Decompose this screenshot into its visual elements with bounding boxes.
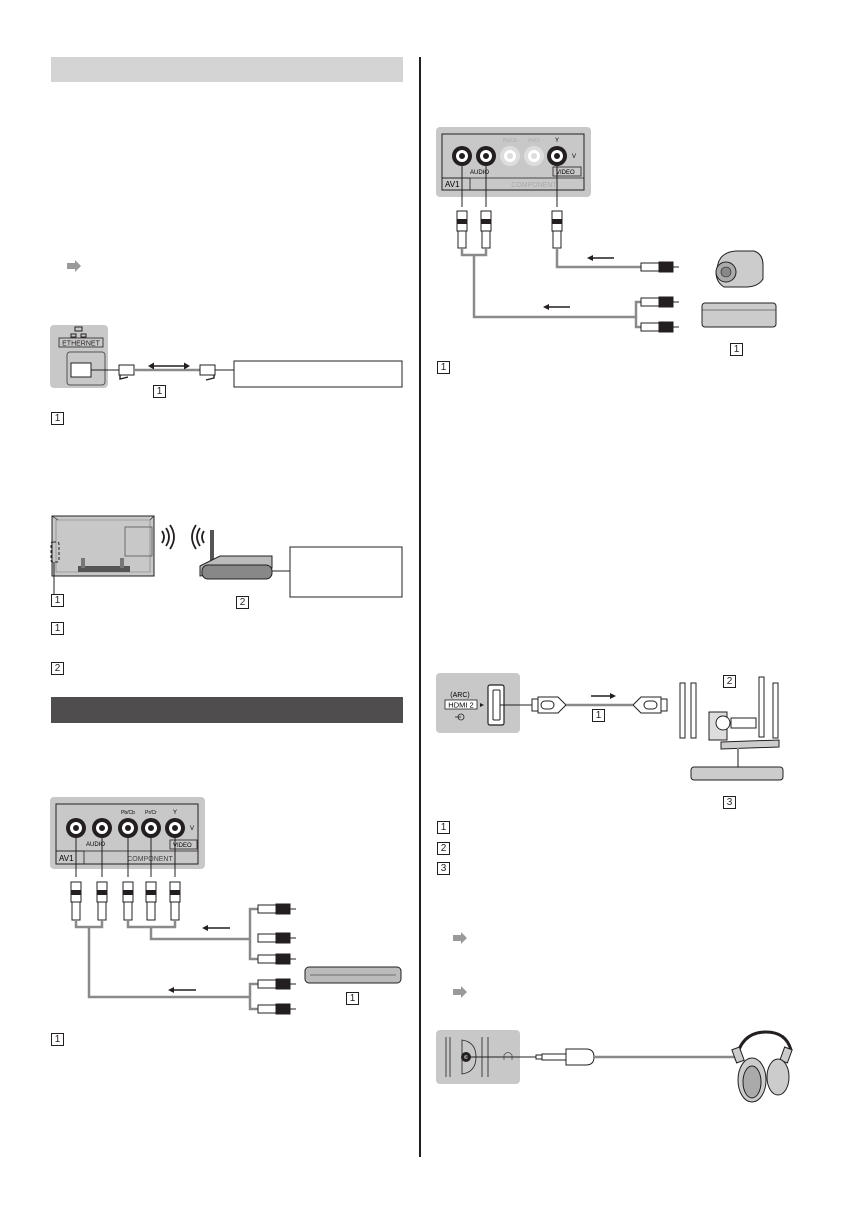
- svg-text:AV1: AV1: [445, 180, 460, 189]
- reference-arrow-icon: [453, 932, 467, 944]
- svg-text:V: V: [190, 826, 194, 832]
- headphones-icon: [731, 1030, 793, 1103]
- hdmi-cable: [531, 696, 668, 714]
- headphones-diagram: [436, 1030, 793, 1103]
- hdmi-arc-diagram: (ARC) HDMI 2: [436, 673, 784, 781]
- ethernet-jack: [70, 362, 92, 378]
- callout-1: 1: [346, 992, 359, 1005]
- legend-number: 2: [51, 662, 64, 675]
- legend-number: 1: [437, 361, 450, 374]
- svg-text:ETHERNET: ETHERNET: [62, 341, 100, 348]
- input-icon: [455, 713, 465, 721]
- reference-arrow-icon: [453, 986, 467, 998]
- component-connection-diagram: Pb/Cb Pr/Cr Y V AUDIO VIDEO AV1 COMPONEN…: [50, 797, 402, 1015]
- svg-text:V: V: [572, 154, 576, 160]
- svg-text:VIDEO: VIDEO: [173, 843, 192, 849]
- svg-text:HDMI 2: HDMI 2: [448, 701, 473, 710]
- headphone-icon: [503, 1052, 513, 1060]
- svg-text:AUDIO: AUDIO: [470, 170, 489, 176]
- wired-lan-diagram: ETHERNET: [50, 325, 403, 388]
- section-header-av: [51, 697, 403, 723]
- svg-text:Pb/Cb: Pb/Cb: [121, 810, 135, 816]
- internet-box: [289, 546, 403, 598]
- legend-number: 1: [51, 622, 64, 635]
- svg-text:Pb/Cb: Pb/Cb: [503, 138, 517, 144]
- callout-1: 1: [51, 594, 64, 607]
- svg-text:Pr/Cr: Pr/Cr: [528, 138, 540, 144]
- svg-text:AUDIO: AUDIO: [86, 842, 105, 848]
- network-device-box: [233, 360, 403, 388]
- legend-number: 1: [437, 821, 450, 834]
- ethernet-port-panel: [50, 325, 108, 388]
- callout-1: 1: [592, 709, 605, 722]
- reference-arrow-icon: [67, 260, 81, 272]
- wireless-router-icon: [199, 530, 273, 580]
- svg-text:VIDEO: VIDEO: [556, 170, 575, 176]
- callout-3: 3: [723, 796, 736, 809]
- svg-text:Y: Y: [173, 810, 177, 816]
- lan-icon: [70, 326, 87, 338]
- dvd-player-icon: [304, 966, 402, 984]
- home-theater-icon: [679, 676, 784, 781]
- wireless-signal-icon: [161, 524, 205, 550]
- camcorder-icon: [715, 250, 764, 288]
- legend-number: 1: [51, 412, 64, 425]
- legend-number: 1: [51, 1033, 64, 1046]
- legend-number: 2: [437, 842, 450, 855]
- callout-1: 1: [153, 385, 166, 398]
- column-divider: [419, 57, 421, 1157]
- callout-1: 1: [730, 343, 743, 356]
- legend-number: 3: [437, 862, 450, 875]
- signal-direction-arrow-icon: [168, 925, 230, 993]
- svg-text:COMPONENT: COMPONENT: [511, 182, 557, 189]
- callout-2: 2: [236, 596, 249, 609]
- svg-text:(ARC): (ARC): [450, 692, 469, 699]
- svg-text:COMPONENT: COMPONENT: [127, 856, 173, 863]
- composite-connection-diagram: Pb/Cb Pr/Cr Y V AUDIO VIDEO AV1 COMPONEN…: [436, 127, 777, 333]
- video-recorder-icon: [701, 302, 777, 328]
- rca-plug-ends: [257, 903, 291, 1015]
- section-header-network: [51, 57, 403, 82]
- bidirectional-arrow-icon: [148, 362, 190, 370]
- tv-rear-icon: [50, 515, 155, 594]
- svg-text:AV1: AV1: [59, 854, 74, 863]
- rca-plugs: [75, 838, 176, 877]
- svg-text:Y: Y: [555, 138, 559, 144]
- headphone-plug: [535, 1048, 595, 1066]
- signal-direction-arrow-icon: [591, 693, 616, 699]
- callout-2: 2: [723, 675, 736, 688]
- svg-text:Pr/Cr: Pr/Cr: [145, 810, 157, 816]
- wireless-lan-diagram: [50, 515, 403, 598]
- signal-direction-arrow-icon: [543, 255, 614, 310]
